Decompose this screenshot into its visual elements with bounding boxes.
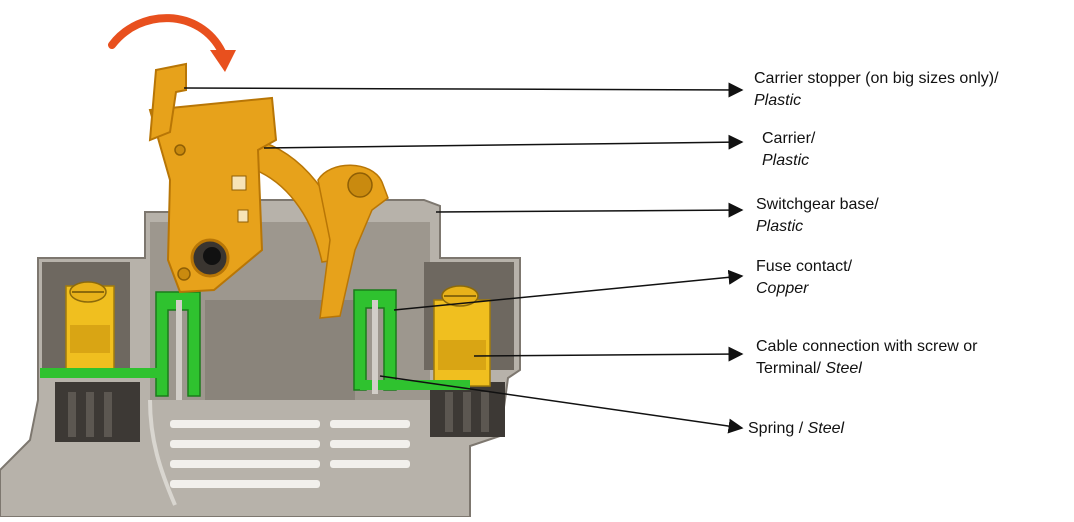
label-fuse-contact-name: Fuse contact/ bbox=[756, 258, 853, 275]
label-cable-connection-material: Steel bbox=[825, 360, 862, 377]
label-cable-connection-name: Cable connection with screw or bbox=[756, 338, 978, 355]
leader-lines bbox=[183, 82, 744, 434]
label-carrier: Carrier/ Plastic bbox=[762, 128, 815, 172]
label-cable-connection-name2: Terminal/ bbox=[756, 360, 826, 377]
label-fuse-contact-material: Copper bbox=[756, 280, 809, 297]
leader-carrier bbox=[263, 134, 744, 150]
leader-cable-connection bbox=[473, 346, 744, 362]
label-switchgear-base-name: Switchgear base/ bbox=[756, 196, 879, 213]
fuse-contacts bbox=[40, 289, 470, 400]
carrier bbox=[148, 62, 389, 319]
rotation-arrow bbox=[108, 14, 236, 72]
label-carrier-stopper-name: Carrier stopper (on big sizes only)/ bbox=[754, 70, 999, 87]
label-switchgear-base: Switchgear base/ Plastic bbox=[756, 194, 879, 238]
housing bbox=[0, 199, 521, 518]
left-terminal bbox=[65, 281, 115, 377]
label-spring-name: Spring / bbox=[748, 420, 808, 437]
leader-switchgear-base bbox=[435, 202, 744, 218]
label-carrier-stopper-material: Plastic bbox=[754, 92, 802, 109]
label-carrier-stopper: Carrier stopper (on big sizes only)/ Pla… bbox=[754, 68, 999, 112]
label-spring: Spring / Steel bbox=[748, 418, 844, 440]
leader-spring bbox=[379, 375, 744, 434]
leader-carrier-stopper bbox=[183, 82, 744, 98]
label-spring-material: Steel bbox=[807, 420, 845, 437]
label-cable-connection: Cable connection with screw or Terminal/… bbox=[756, 336, 977, 380]
label-carrier-name: Carrier/ bbox=[762, 130, 816, 147]
right-terminal bbox=[433, 285, 491, 387]
label-carrier-material: Plastic bbox=[762, 152, 810, 169]
label-switchgear-base-material: Plastic bbox=[756, 218, 804, 235]
label-cable-connection-line2: Terminal/ Steel bbox=[756, 358, 977, 380]
label-fuse-contact: Fuse contact/ Copper bbox=[756, 256, 852, 300]
leader-fuse-contact bbox=[393, 269, 744, 311]
